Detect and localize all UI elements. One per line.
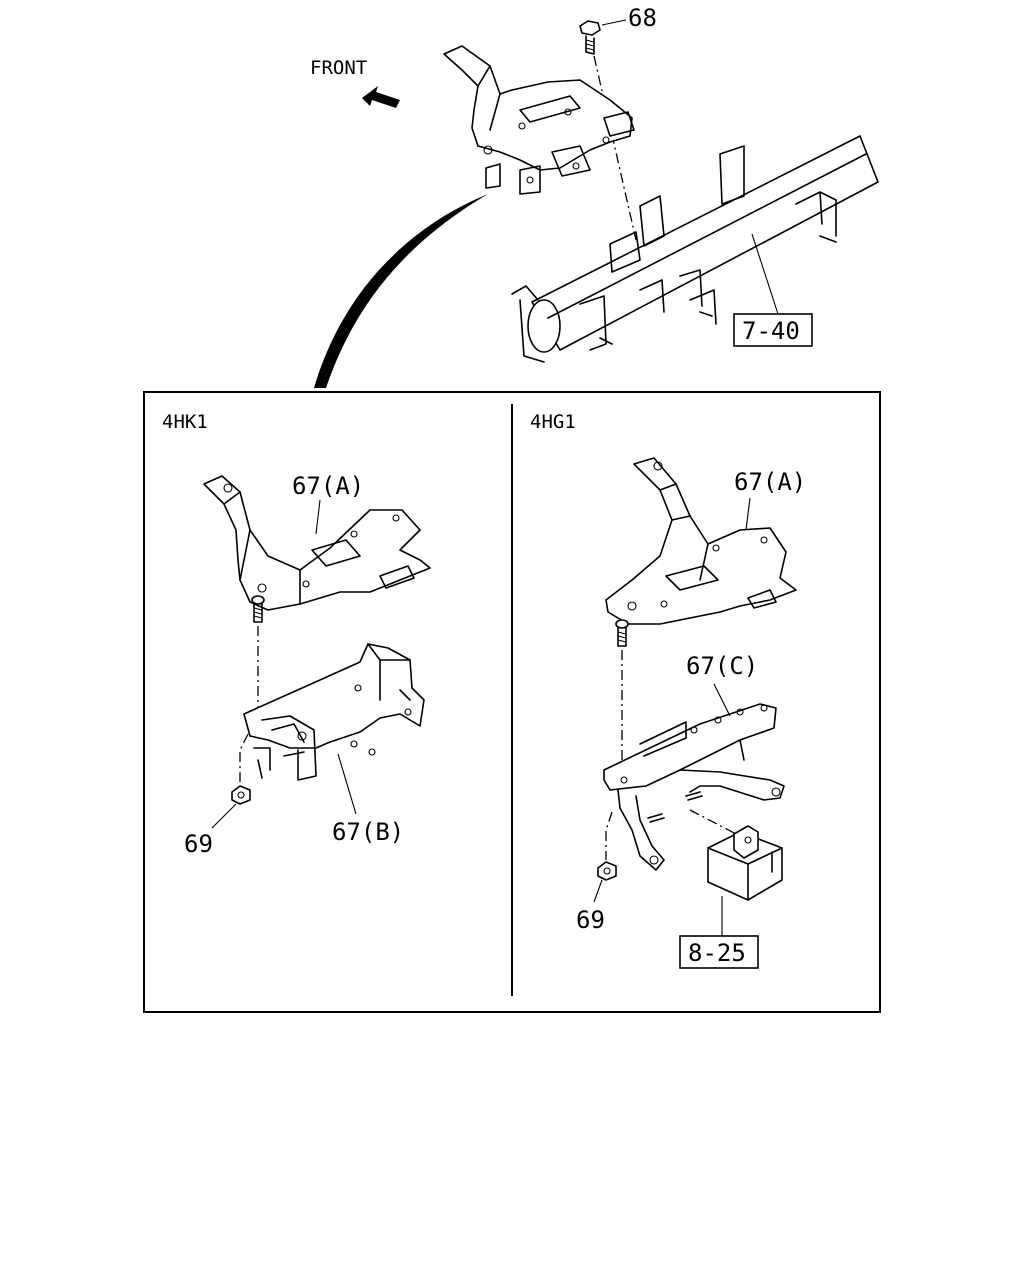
control-module-icon	[707, 825, 783, 901]
module-axis	[689, 809, 741, 837]
leader-7-40	[751, 233, 779, 315]
front-label: FRONT	[310, 57, 367, 79]
leader-67c-right	[713, 683, 731, 717]
callout-69-right: 69	[576, 906, 605, 934]
bracket-67a-right	[605, 457, 797, 625]
detail-frame	[143, 391, 881, 1013]
cross-member	[511, 135, 879, 363]
front-arrow-icon	[362, 86, 400, 108]
ref-box-8-25	[679, 935, 759, 969]
bolt-right-icon	[615, 619, 629, 647]
bolt-68-icon	[579, 20, 601, 55]
leader-69-left	[211, 803, 237, 829]
nut-axis-left	[239, 733, 249, 786]
leader-67a-right	[745, 497, 751, 531]
callout-68: 68	[628, 4, 657, 32]
callout-69-left: 69	[184, 830, 213, 858]
ref-box-7-40	[733, 313, 813, 347]
section-title-4hg1: 4HG1	[530, 411, 576, 433]
leader-68	[601, 19, 627, 26]
callout-8-25: 8-25	[688, 939, 746, 967]
bracket-67c-right	[603, 703, 785, 871]
bracket-67b-left	[243, 643, 425, 781]
callout-67a-right: 67(A)	[734, 468, 806, 496]
panel-4hg1: 4HG1 67(A)	[530, 411, 806, 969]
upper-bracket-assembly	[443, 45, 635, 195]
nut-left-icon	[231, 785, 251, 805]
bolt-axis-line	[593, 55, 637, 241]
nut-right-icon	[597, 861, 617, 881]
leader-67a-left	[315, 499, 321, 535]
bolt-left-icon	[251, 595, 265, 623]
detail-arrow	[314, 194, 488, 388]
callout-67a-left: 67(A)	[292, 472, 364, 500]
panel-4hk1: 4HK1 67(A)	[162, 411, 431, 858]
leader-69-right	[593, 879, 603, 903]
leader-67b-left	[337, 753, 357, 815]
callout-7-40: 7-40	[742, 317, 800, 345]
callout-67c-right: 67(C)	[686, 652, 758, 680]
overview-assembly: FRONT 68	[310, 4, 879, 388]
bracket-67a-left	[203, 475, 431, 611]
nut-axis-right	[605, 811, 613, 860]
callout-67b-left: 67(B)	[332, 818, 404, 846]
section-title-4hk1: 4HK1	[162, 411, 208, 433]
